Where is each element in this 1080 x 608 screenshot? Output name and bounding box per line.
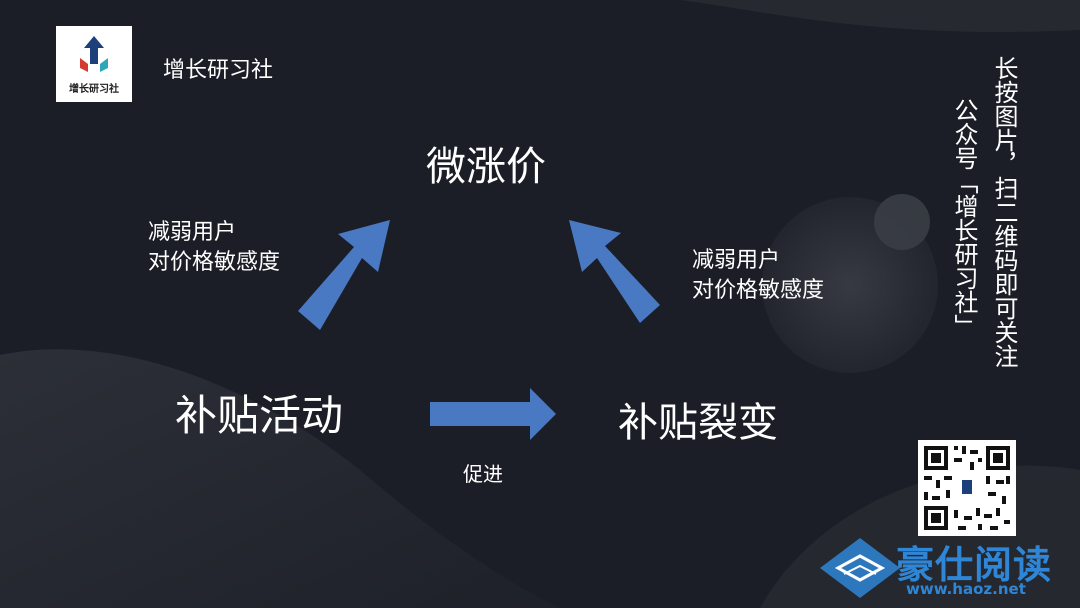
logo-text: 增长研习社 (69, 83, 119, 95)
right-note-line-2: 对价格敏感度 (692, 278, 825, 303)
watermark-title: 豪仕阅读 (896, 543, 1053, 587)
arrow-right-up-shape (569, 220, 660, 323)
bottom-arrow-label: 促进 (463, 462, 503, 486)
brand-name: 增长研习社 (163, 58, 274, 83)
brand-logo: 增长研习社 (56, 26, 132, 102)
right-note: 减弱用户 对价格敏感度 (692, 246, 824, 306)
qr-code (918, 440, 1016, 536)
top-node-label: 微涨价 (426, 144, 546, 190)
logo-arrow-icon (80, 35, 108, 72)
right-node-label: 补贴裂变 (618, 400, 778, 446)
watermark-url: www.haoz.net (906, 580, 1026, 598)
side-text-line-2: 公众号「增长研习社」 (950, 98, 978, 338)
left-node-label: 补贴活动 (175, 391, 344, 440)
arrow-right-shape (430, 388, 556, 440)
right-note-line-1: 减弱用户 (692, 248, 781, 273)
watermark-book-icon (820, 538, 900, 598)
left-note-line-2: 对价格敏感度 (148, 250, 281, 275)
left-note-line-1: 减弱用户 (148, 220, 237, 245)
side-text-line-1: 长按图片，扫二维码即可关注 (990, 56, 1018, 368)
arrow-left-up-shape (298, 220, 390, 330)
left-note: 减弱用户 对价格敏感度 (148, 218, 280, 278)
